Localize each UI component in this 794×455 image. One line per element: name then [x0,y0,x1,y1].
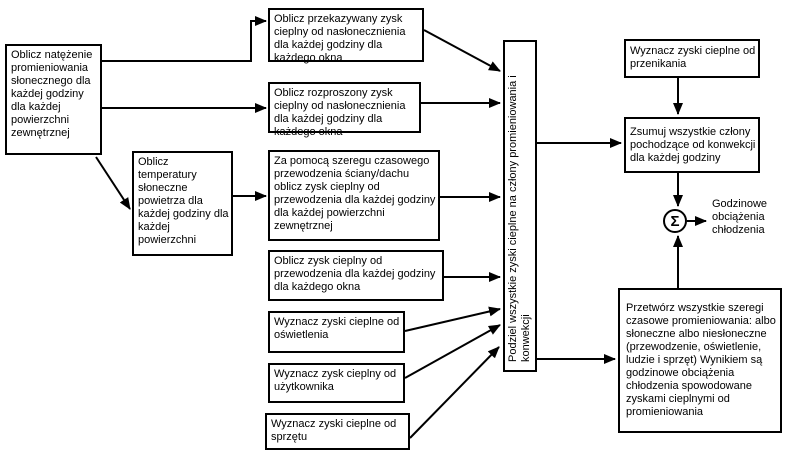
box-window-conduction-gain: Oblicz zysk cieplny od przewodzenia dla … [268,250,444,301]
box-transmitted-solar-gain: Oblicz przekazywany zysk cieplny od nasł… [268,8,424,64]
box-wall-roof-conduction-gain: Za pomocą szeregu czasowego przewodzenia… [268,150,440,241]
box-split-radiant-convective: Podziel wszystkie zyski cieplne na człon… [503,40,537,372]
box-sol-air-temp: Oblicz temperatury słoneczne powietrza d… [132,151,233,256]
hourly-cooling-load-label: Godzinowe obciążenia chłodzenia [712,198,768,236]
arrow-equipment-to-split [409,346,500,439]
arrow-intensity-to-transmitted [102,16,267,62]
box-lighting-gain: Wyznacz zyski cieplne od oświetlenia [268,311,405,353]
arrow-transmitted-to-split [423,29,501,72]
box-equipment-gain: Wyznacz zyski cieplne od sprzętu [265,413,410,450]
box-diffuse-solar-gain: Oblicz rozproszony zysk cieplny od nasło… [268,82,421,138]
arrow-occupants-to-split [404,324,501,379]
sigma-symbol: Σ [670,212,680,230]
split-radiant-convective-label: Podziel wszystkie zyski cieplne na człon… [507,75,532,362]
box-infiltration-gain: Wyznacz zyski cieplne od przenikania [624,39,760,78]
sigma-junction: Σ [663,209,687,233]
arrow-intensity-to-solairtemp [95,156,131,210]
box-occupant-gain: Wyznacz zysk cieplny od użytkownika [268,363,405,403]
arrow-lighting-to-split [404,306,501,332]
box-sum-convective: Zsumuj wszystkie człony pochodzące od ko… [624,117,760,173]
box-process-radiant-series: Przetwórz wszystkie szeregi czasowe prom… [618,288,782,433]
box-solar-intensity: Oblicz natężenie promieniowania słoneczn… [5,44,102,155]
